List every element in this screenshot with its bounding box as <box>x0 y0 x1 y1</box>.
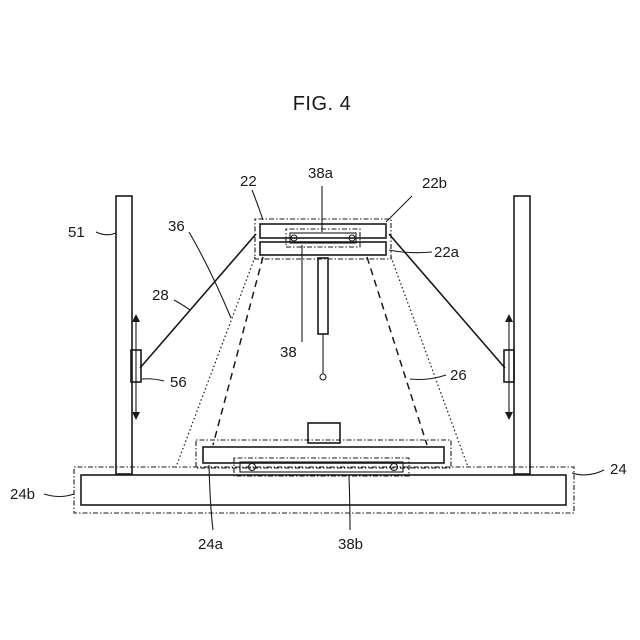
label-38: 38 <box>280 344 297 361</box>
left-post <box>116 196 132 474</box>
pendulum-bob <box>320 374 326 380</box>
lower-stage <box>203 447 444 463</box>
label-38b: 38b <box>338 536 363 553</box>
label-24a: 24a <box>198 536 224 553</box>
inner-cone-left <box>213 257 263 445</box>
label-56: 56 <box>170 374 187 391</box>
label-22a: 22a <box>434 244 460 261</box>
label-22: 22 <box>240 173 257 190</box>
right-updown-arrow <box>505 314 513 420</box>
label-22b: 22b <box>422 175 447 192</box>
left-updown-arrow <box>132 314 140 420</box>
outer-cone-right <box>391 257 468 467</box>
label-28: 28 <box>152 287 169 304</box>
label-36: 36 <box>168 218 185 235</box>
figure-title: FIG. 4 <box>293 93 352 115</box>
label-51: 51 <box>68 224 85 241</box>
upper-unit-top-plate <box>260 224 386 238</box>
label-24b: 24b <box>10 486 35 503</box>
inner-cone-right <box>367 257 427 445</box>
hanging-rod <box>318 258 328 334</box>
right-post <box>514 196 530 474</box>
label-38a: 38a <box>308 165 334 182</box>
upper-unit-bottom-plate <box>260 242 386 255</box>
upper-unit-outline <box>255 219 391 259</box>
base-body <box>81 475 566 505</box>
base-outline <box>74 467 574 513</box>
label-26: 26 <box>450 367 467 384</box>
label-24: 24 <box>610 461 627 478</box>
